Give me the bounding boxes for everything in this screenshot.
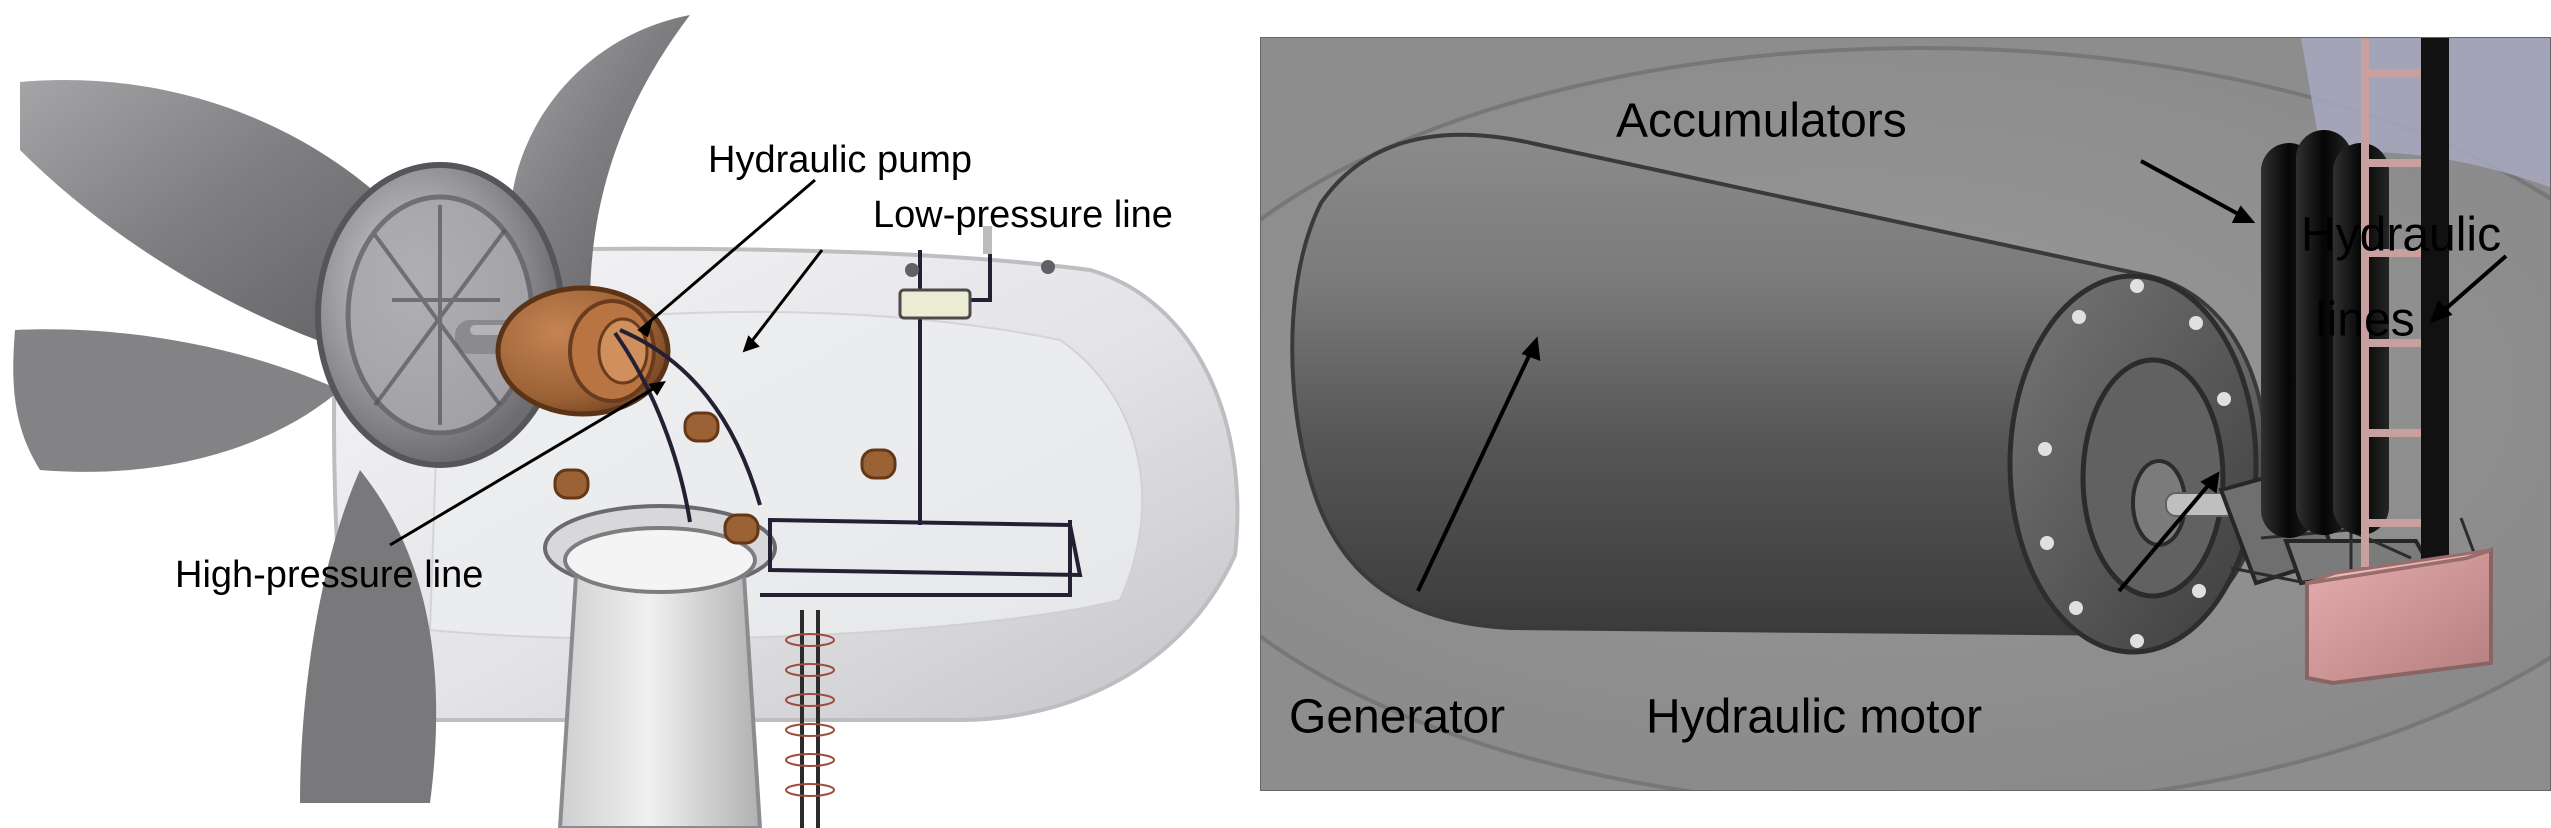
rotor-blade-bottom	[300, 470, 437, 803]
base-support-top	[2306, 548, 2492, 585]
hydraulic-lines-label-line1: Hydraulic	[2301, 209, 2501, 262]
sensor-node-right	[1041, 260, 1055, 274]
hydraulic-motor-label: Hydraulic motor	[1646, 691, 1982, 744]
wind-turbine-nacelle-diagram: Hydraulic pump Low-pressure line High-pr…	[13, 15, 1240, 828]
sensor-node-left	[905, 263, 919, 277]
right-callout-arrows	[1416, 159, 2508, 593]
generator-label: Generator	[1289, 691, 1505, 744]
left-callout-arrows	[389, 178, 824, 547]
yaw-motors	[553, 411, 897, 545]
sensor-mast	[983, 226, 992, 254]
tower-ladder-coils	[785, 610, 835, 828]
low-pressure-line-label: Low-pressure line	[873, 194, 1173, 236]
tower-top-opening	[563, 526, 757, 594]
hydraulic-lines-label-line2: lines	[2316, 294, 2415, 347]
accumulators-label: Accumulators	[1616, 95, 1907, 148]
hydraulic-generator-diagram: Accumulators Hydraulic lines Generator H…	[1261, 38, 2550, 790]
rotor-blade-top	[509, 15, 690, 305]
wind-turbine-nacelle-panel: Hydraulic pump Low-pressure line High-pr…	[0, 0, 1250, 828]
hub-mechanism-detail	[373, 205, 507, 425]
hydraulic-line-network	[613, 245, 1083, 597]
rotor-blade-lower-left	[13, 329, 340, 472]
tower-body	[557, 558, 763, 828]
control-box	[898, 288, 972, 320]
hydraulic-pump-label: Hydraulic pump	[708, 139, 972, 181]
hydraulic-line-pair	[2421, 38, 2449, 573]
hydraulic-generator-panel: Accumulators Hydraulic lines Generator H…	[1260, 37, 2551, 791]
high-pressure-line-label: High-pressure line	[175, 554, 483, 596]
